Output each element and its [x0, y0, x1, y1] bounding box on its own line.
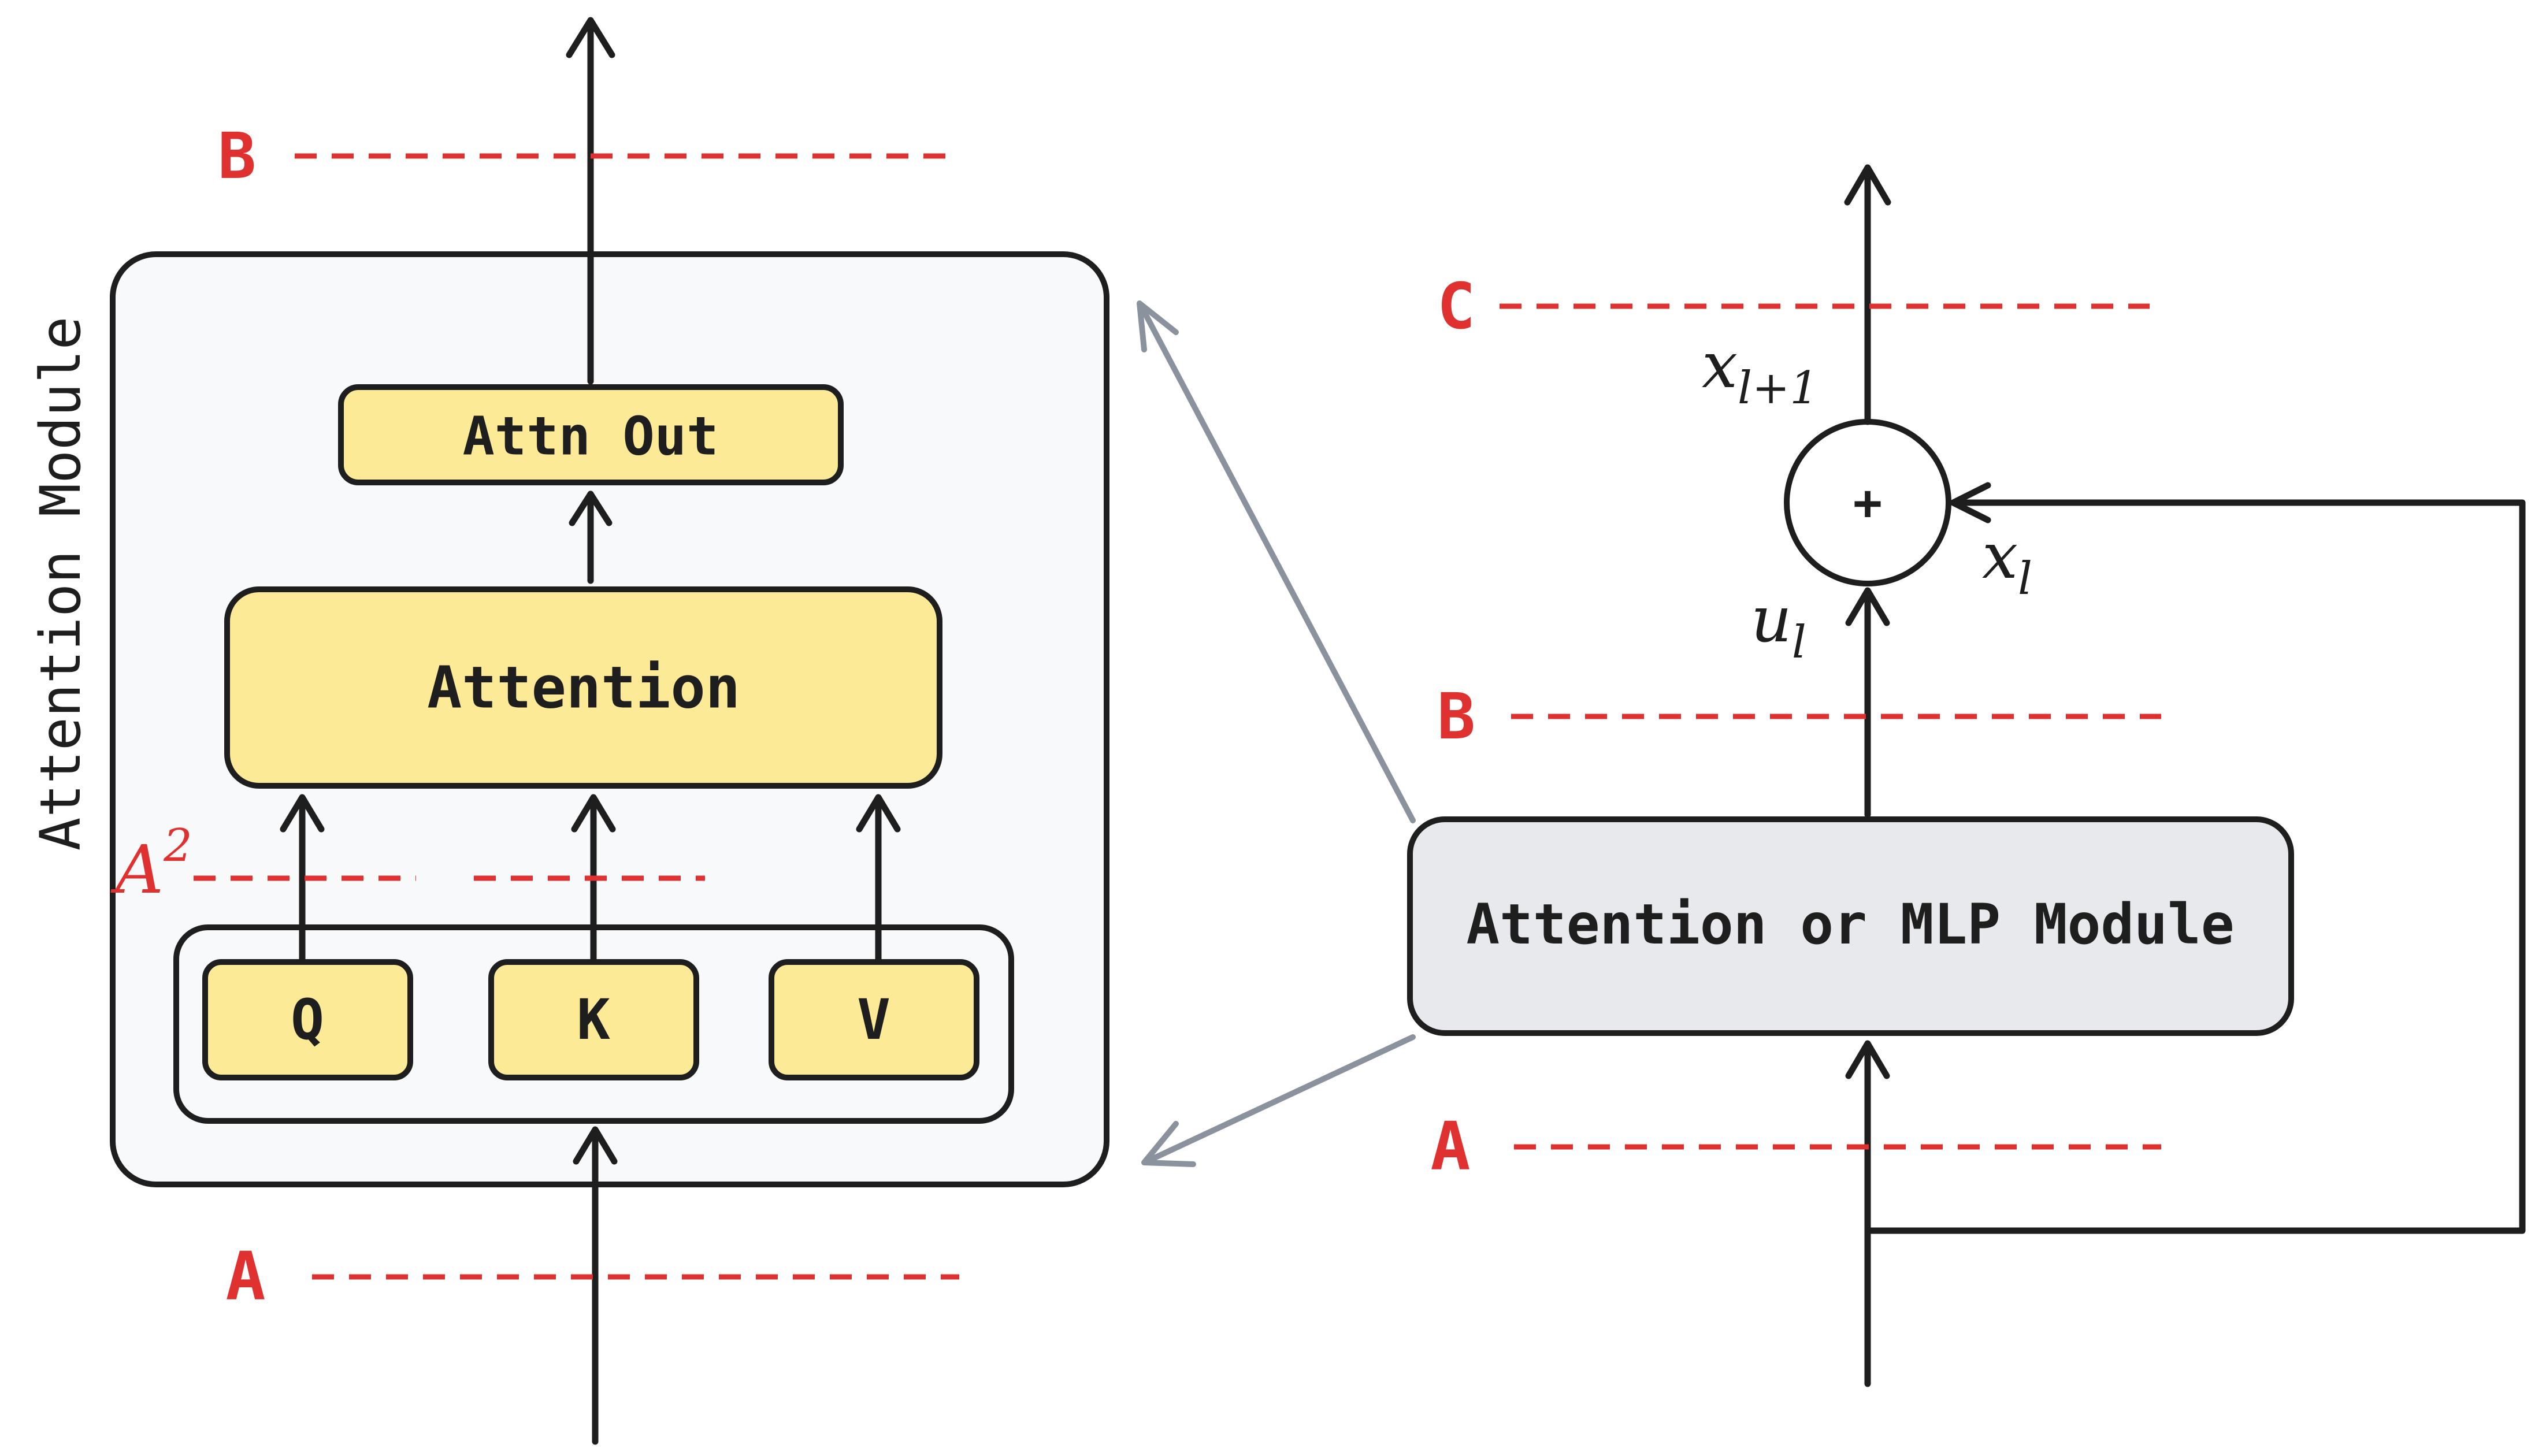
- v-box: [769, 959, 979, 1080]
- module-to-sum-arrow: [1845, 587, 1890, 818]
- q-box: [202, 959, 413, 1080]
- cut-line-a-bottom: A: [225, 1238, 959, 1316]
- u-base: u: [1751, 582, 1792, 656]
- cut-label-a-squared: A2: [110, 820, 192, 909]
- attn-out-label: Attn Out: [462, 406, 718, 467]
- x-sub: l: [2018, 553, 2032, 605]
- attention-label: Attention: [427, 654, 740, 722]
- q-to-attention-arrow: [280, 794, 325, 963]
- cut-label-a-right: A: [1430, 1108, 1470, 1186]
- k-label: K: [577, 987, 610, 1052]
- cut-label-b-right: B: [1437, 679, 1475, 753]
- attn-out-box: [338, 384, 844, 485]
- cut-line-a-squared: A2: [110, 820, 705, 909]
- cut-line-b-right: B: [1437, 679, 2161, 753]
- cut-label-c: C: [1437, 269, 1475, 343]
- zoom-arrow-bottom: [1141, 1034, 1416, 1167]
- cut-label-a-squared-sup: 2: [163, 820, 192, 872]
- x-label: xl: [1982, 519, 2032, 605]
- u-sub: l: [1792, 616, 1806, 668]
- output-arrow: [566, 17, 615, 385]
- x-next-base: x: [1702, 328, 1738, 402]
- q-label: Q: [291, 987, 324, 1052]
- cut-label-a-bottom: A: [225, 1238, 265, 1316]
- zoom-arrow-top: [1137, 300, 1416, 823]
- attention-module-side-label: Attention Module: [28, 317, 93, 851]
- cut-line-a-right: A: [1430, 1108, 2161, 1186]
- residual-input-arrow: [1845, 1040, 1890, 1387]
- input-arrow: [573, 1126, 618, 1445]
- attention-module-expanded: Attention Module B Attn Out Attention: [28, 17, 1109, 1445]
- attention-or-mlp-module-box: [1407, 816, 2294, 1036]
- residual-output-arrow: [1844, 164, 1891, 425]
- residual-skip-connection: [1864, 482, 2526, 1234]
- x-next-label: xl+1: [1702, 328, 1819, 414]
- u-label: ul: [1751, 582, 1806, 668]
- residual-block: C xl+1 + xl ul B Attention or MLP Module: [1407, 164, 2526, 1387]
- sum-node: [1784, 419, 1951, 586]
- x-next-sub: l+1: [1738, 362, 1819, 414]
- cut-line-c: C: [1437, 269, 2150, 343]
- cut-label-b-top: B: [218, 119, 256, 193]
- v-to-attention-arrow: [856, 794, 901, 963]
- cut-line-b-top: B: [218, 119, 948, 193]
- x-base: x: [1982, 519, 2018, 593]
- attention-to-out-arrow: [569, 491, 613, 584]
- zoom-arrows: [1137, 300, 1416, 1167]
- attention-or-mlp-module-label: Attention or MLP Module: [1466, 892, 2234, 957]
- qkv-group-frame: [173, 924, 1014, 1124]
- v-label: V: [857, 987, 890, 1052]
- sum-symbol: +: [1853, 474, 1883, 531]
- attention-box: [224, 586, 942, 789]
- cut-label-a-squared-base: A: [110, 831, 164, 909]
- k-box: [488, 959, 699, 1080]
